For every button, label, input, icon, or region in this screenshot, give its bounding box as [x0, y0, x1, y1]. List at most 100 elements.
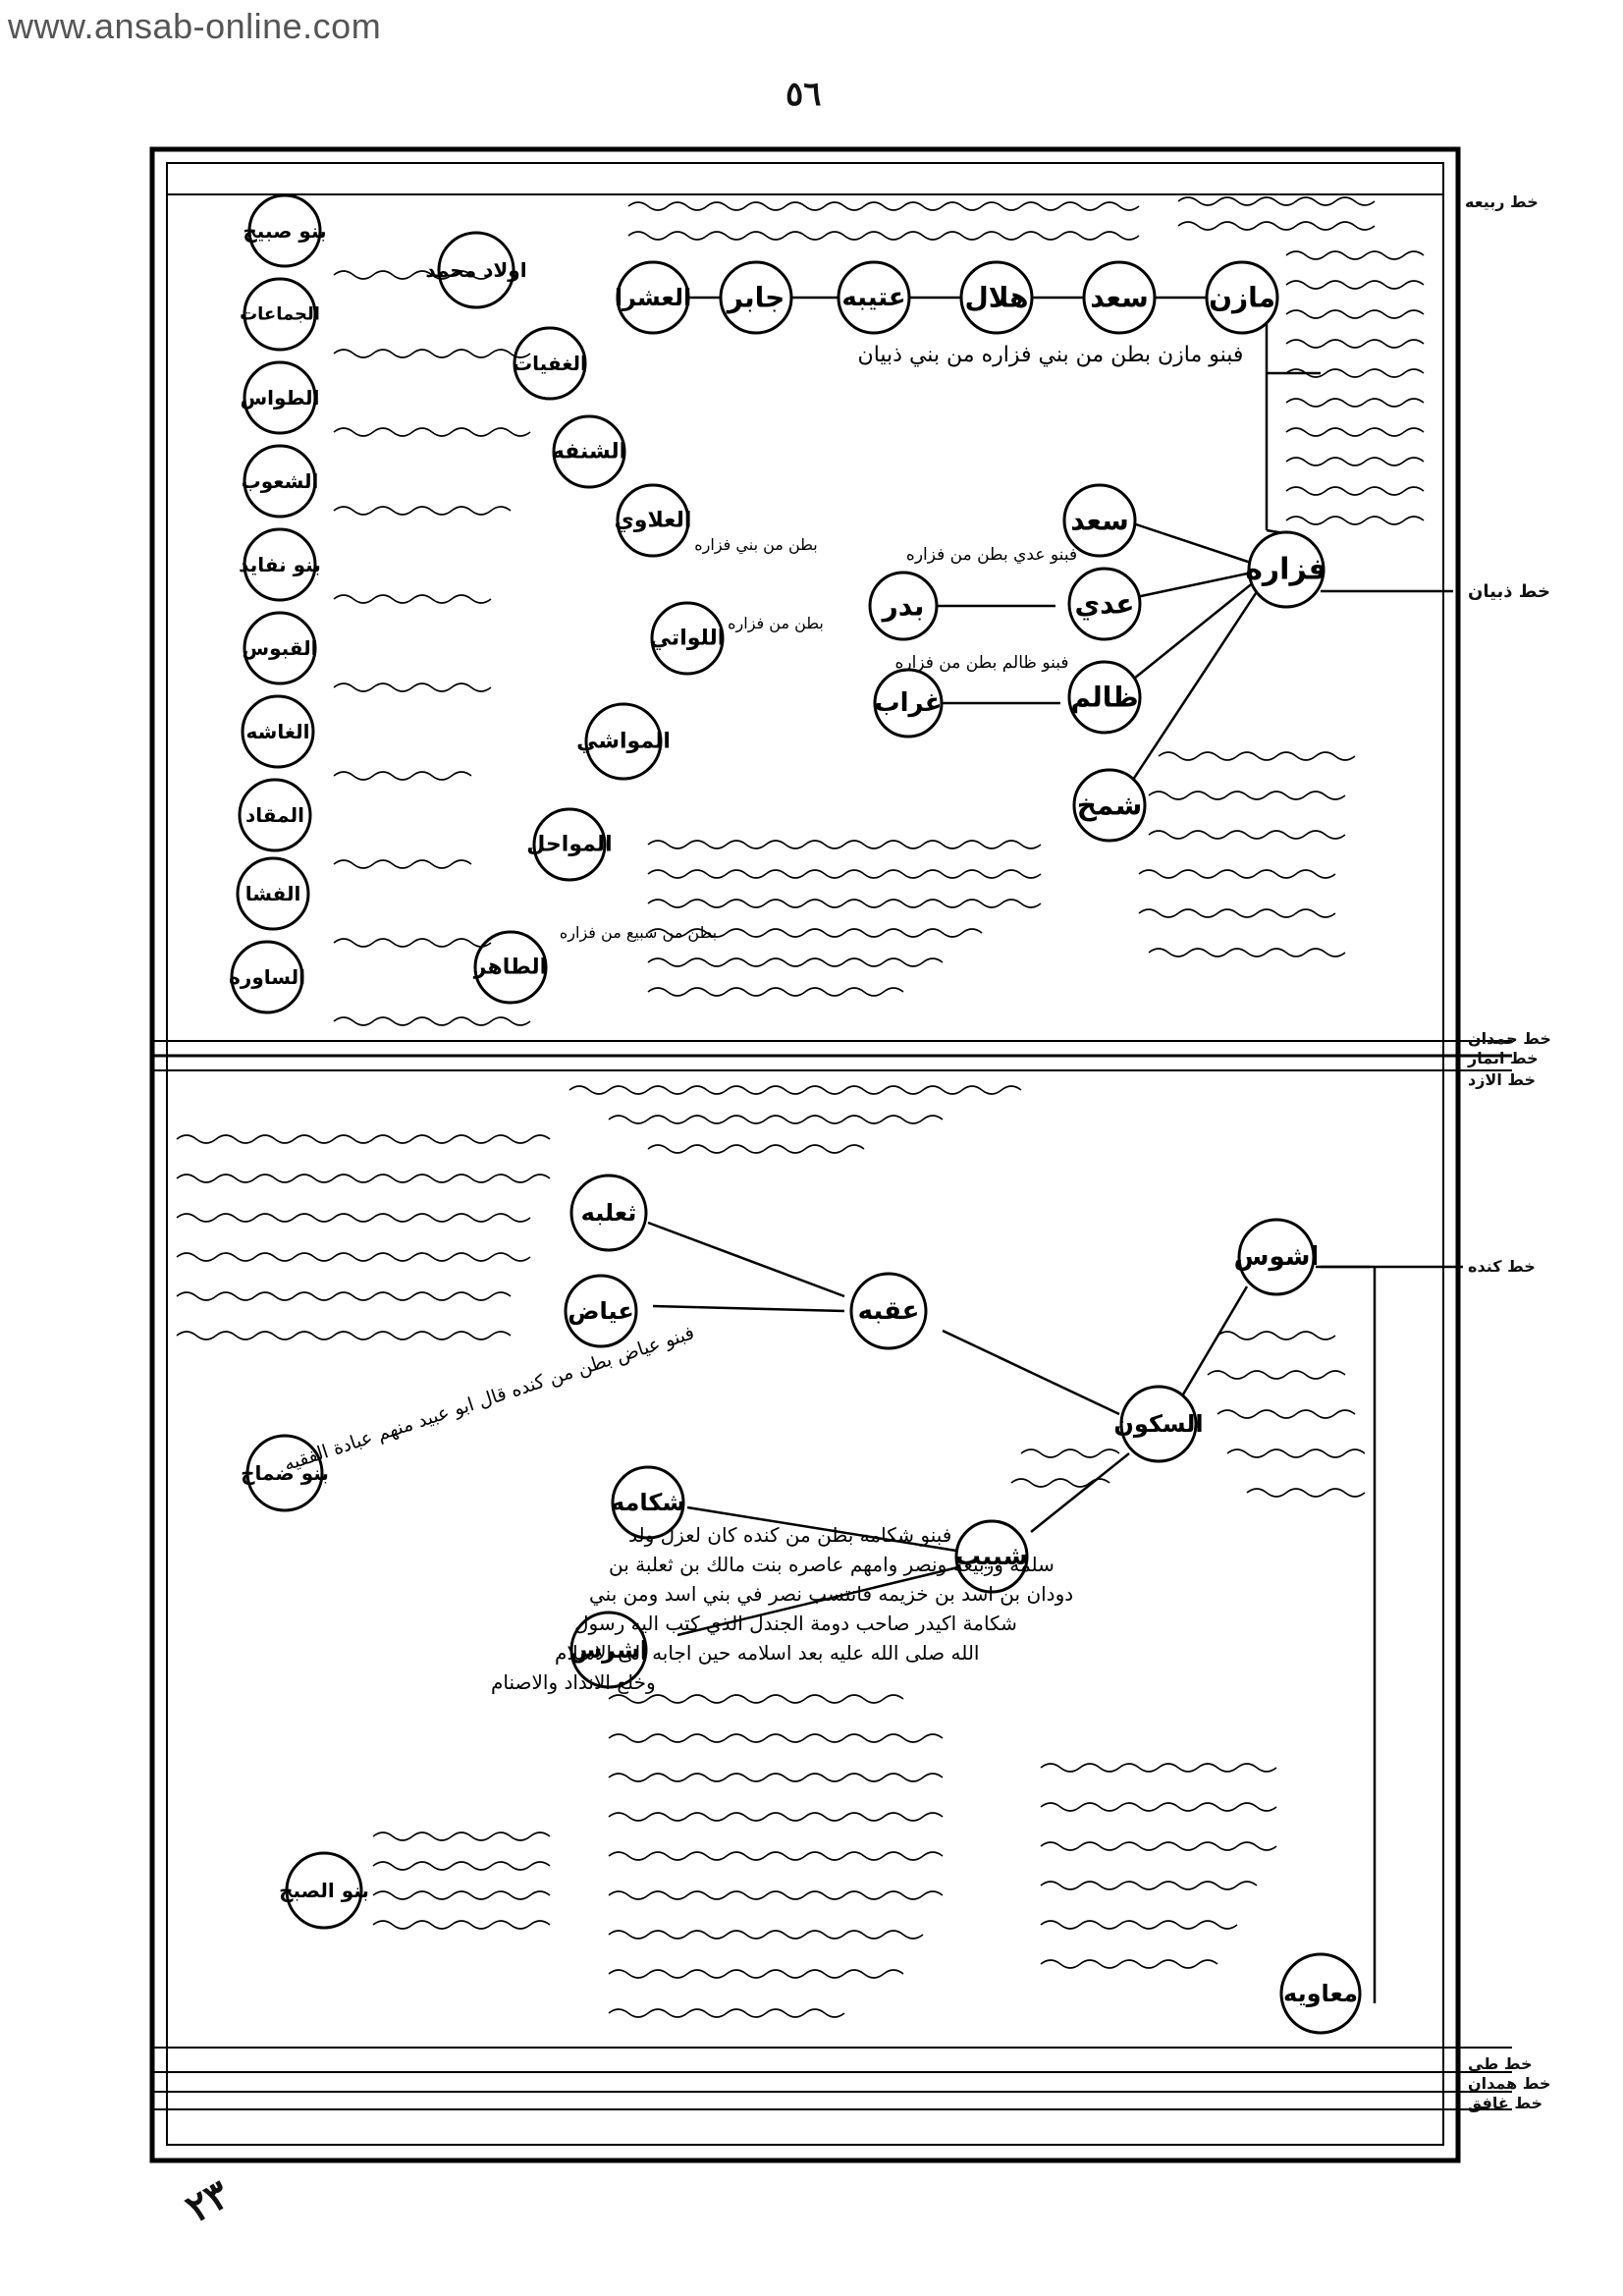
node-ayad: عياض	[564, 1274, 638, 1348]
node-ghufayat: الغفيات	[513, 326, 587, 401]
inner-frame	[166, 162, 1444, 2146]
node-miqad: المقاد	[238, 778, 312, 852]
node-tawas: الطواس	[241, 360, 319, 435]
svg-text:عدي: عدي	[1075, 588, 1135, 621]
node-jabir: جابر	[719, 260, 793, 335]
label-khatt-dhubyan: خط ذبيان	[1468, 581, 1550, 602]
svg-text:شمخ: شمخ	[1077, 790, 1143, 822]
svg-text:سلمه وربيعه ونصر وامهم عاصره ب: سلمه وربيعه ونصر وامهم عاصره بنت مالك بن…	[609, 1553, 1055, 1576]
svg-text:هلال: هلال	[965, 282, 1029, 314]
svg-text:الساوره: الساوره	[229, 965, 305, 989]
svg-text:معاويه: معاويه	[1283, 1980, 1358, 2007]
label-khatt-hamdan-top: خط حمدان	[1468, 1029, 1551, 1048]
svg-text:الشعوب: الشعوب	[242, 469, 319, 493]
node-ashwas: اشوس	[1234, 1218, 1320, 1296]
svg-text:المواشي: المواشي	[576, 730, 671, 754]
node-muawiya: معاويه	[1279, 1952, 1362, 2035]
svg-text:العلاوي: العلاوي	[615, 509, 692, 533]
bottom-section-links	[647, 1221, 1377, 2003]
svg-text:المواحل: المواحل	[526, 833, 612, 857]
inner-note-3: بطن من سبيع من فزاره	[560, 923, 717, 943]
label-khatt-rabia: خط ربيعه	[1465, 192, 1539, 211]
svg-text:الله صلى الله عليه بعد اسلامه: الله صلى الله عليه بعد اسلامه حين اجابه …	[555, 1641, 979, 1665]
node-shanfa: الشنفه	[552, 414, 626, 489]
svg-text:المقاد: المقاد	[245, 803, 304, 827]
adi-note: فبنو عدي بطن من فزاره	[906, 545, 1077, 565]
svg-text:ثعلبه: ثعلبه	[581, 1199, 637, 1227]
svg-text:جابر: جابر	[726, 282, 785, 314]
node-saad-chain: سعد	[1082, 260, 1157, 335]
node-shamkh: شمخ	[1072, 768, 1147, 843]
node-sawira: الساوره	[229, 940, 305, 1014]
svg-text:دودان بن اسد بن خزيمه فانتسب ن: دودان بن اسد بن خزيمه فانتسب نصر في بني …	[589, 1582, 1073, 1607]
node-saad: سعد	[1062, 483, 1137, 558]
label-khatt-azd: خط الازد	[1468, 1070, 1537, 1089]
shakama-note: فبنو شكامه بطن من كنده كان لعزل ولد سلمه…	[491, 1523, 1073, 1694]
node-adi: عدي	[1067, 567, 1142, 641]
label-khatt-ghafiq: خط غافق	[1468, 2094, 1543, 2112]
svg-text:العشرا: العشرا	[615, 284, 691, 311]
node-jamaat: الجماعات	[240, 277, 320, 352]
node-fasha: الفشا	[236, 856, 310, 931]
node-nafayid: بنو نفايد	[239, 527, 321, 602]
svg-text:اشوس: اشوس	[1234, 1242, 1320, 1272]
svg-text:القبوس: القبوس	[242, 636, 317, 660]
svg-text:اشرس: اشرس	[569, 1636, 648, 1664]
inner-note-2: بطن من بني فزاره	[694, 535, 817, 555]
svg-text:اللواتي: اللواتي	[650, 627, 726, 651]
inner-note-1: بطن من فزاره	[728, 614, 824, 633]
zalim-note: فبنو ظالم بطن من فزاره	[895, 653, 1069, 673]
label-khatt-anmar: خط انمار	[1468, 1049, 1539, 1067]
node-bani-subayh: بنو صبيح	[243, 193, 327, 268]
svg-text:غراب: غراب	[875, 688, 943, 718]
svg-text:الطاهر: الطاهر	[473, 956, 547, 980]
svg-text:وخلع الانداد والاصنام: وخلع الانداد والاصنام	[491, 1670, 656, 1694]
svg-text:عياض: عياض	[568, 1297, 634, 1325]
inner-nodes: اولاد محمد الغفيات الشنفه العلاوي اللوات…	[425, 231, 726, 1005]
node-lawati: اللواتي	[650, 601, 726, 676]
node-tahir: الطاهر	[473, 930, 548, 1005]
node-bani-dumakh: بنو ضماخ	[241, 1434, 329, 1512]
node-shuub: الشعوب	[242, 444, 319, 519]
svg-text:الجماعات: الجماعات	[240, 304, 320, 325]
site-watermark-url: www.ansab-online.com	[8, 6, 382, 46]
svg-text:الغفيات: الغفيات	[513, 352, 587, 375]
node-ghurab: غراب	[873, 668, 944, 738]
svg-text:فبنو شكامه بطن من كنده كان لعز: فبنو شكامه بطن من كنده كان لعزل ولد	[628, 1523, 951, 1547]
node-thalaba: ثعلبه	[569, 1174, 648, 1252]
svg-text:شكامة اكيدر صاحب دومة الجندل ا: شكامة اكيدر صاحب دومة الجندل الذي كتب ال…	[574, 1612, 1017, 1636]
node-utayba: عتيبه	[837, 260, 911, 335]
svg-text:بدر: بدر	[881, 590, 925, 623]
node-fazara: فزاره	[1245, 530, 1327, 609]
node-mazin: مازن	[1205, 260, 1279, 335]
svg-text:شكامه: شكامه	[611, 1489, 685, 1516]
label-khatt-hamdan-bottom: خط همدان	[1468, 2074, 1551, 2093]
label-khatt-kinda: خط كنده	[1468, 1257, 1536, 1276]
page-number: ٥٦	[785, 75, 822, 114]
node-ashara: العشرا	[615, 260, 691, 335]
svg-text:بنو ضماخ: بنو ضماخ	[241, 1461, 329, 1485]
svg-text:فزاره: فزاره	[1245, 553, 1327, 587]
node-shabib: شبيب	[954, 1519, 1029, 1594]
svg-text:عتيبه: عتيبه	[841, 283, 905, 312]
node-ghasha: الغاشه	[241, 694, 315, 769]
node-aqaba: عقبه	[849, 1272, 928, 1350]
chain-caption: فبنو مازن بطن من بني فزاره من بني ذبيان	[858, 343, 1244, 367]
svg-text:بنو صبيح: بنو صبيح	[243, 219, 326, 243]
outer-frame	[149, 146, 1461, 2163]
node-mawashi: المواشي	[576, 702, 671, 781]
label-khatt-tay: خط طي	[1468, 2054, 1533, 2073]
svg-text:سعد: سعد	[1090, 282, 1149, 314]
svg-text:مازن: مازن	[1209, 282, 1275, 314]
node-bani-subh: بنو الصبح	[279, 1851, 369, 1930]
svg-text:الفشا: الفشا	[245, 882, 301, 905]
node-sakun: السكون	[1113, 1385, 1204, 1463]
svg-text:ظالم: ظالم	[1070, 682, 1138, 714]
left-column-nodes: بنو صبيح الجماعات الطواس الشعوب بنو نفاي…	[229, 193, 327, 1014]
svg-text:عقبه: عقبه	[858, 1296, 920, 1326]
node-badr: بدر	[868, 571, 939, 641]
svg-text:بنو نفايد: بنو نفايد	[239, 553, 321, 576]
svg-text:الشنفه: الشنفه	[552, 440, 626, 465]
svg-text:السكون: السكون	[1113, 1410, 1203, 1438]
